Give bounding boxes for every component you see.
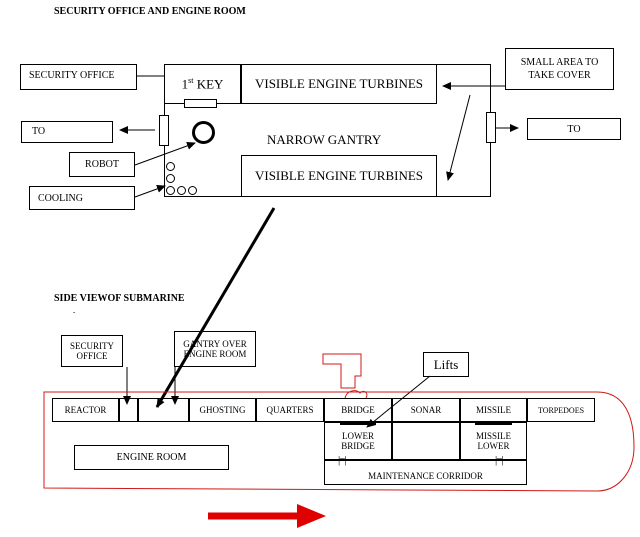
ladder-icon: |=| bbox=[495, 454, 504, 466]
lower-bridge: LOWER BRIDGE bbox=[324, 422, 392, 460]
key-slot bbox=[184, 99, 217, 108]
narrow-gantry-label: NARROW GANTRY bbox=[267, 132, 382, 147]
to-right-callout: TO bbox=[527, 118, 621, 140]
cooling-callout: COOLING bbox=[29, 186, 135, 210]
ladder-icon: |=| bbox=[338, 454, 347, 466]
periscope-icon bbox=[322, 353, 362, 389]
cooling-circle-icon bbox=[166, 186, 175, 195]
side-heading: SIDE VIEWOF SUBMARINE bbox=[54, 293, 185, 304]
left-door bbox=[159, 115, 169, 146]
compartment-torpedoes: TORPEDOES bbox=[527, 398, 595, 422]
compartment-ghosting: GHOSTING bbox=[189, 398, 256, 422]
cooling-circle-icon bbox=[188, 186, 197, 195]
visible-turbines-bottom: VISIBLE ENGINE TURBINES bbox=[241, 155, 437, 197]
side-heading-mark: - bbox=[73, 308, 76, 316]
first-key-room: 1st KEY bbox=[164, 64, 241, 104]
visible-turbines-top: VISIBLE ENGINE TURBINES bbox=[241, 64, 437, 104]
first-key-label: 1st KEY bbox=[181, 75, 224, 92]
compartment-quarters: QUARTERS bbox=[256, 398, 324, 422]
cooling-circle-icon bbox=[177, 186, 186, 195]
small-area-callout: SMALL AREA TO TAKE COVER bbox=[505, 48, 614, 90]
hatch-icon bbox=[344, 390, 368, 399]
maintenance-corridor: MAINTENANCE CORRIDOR bbox=[324, 460, 527, 485]
cover-arrow-bottom bbox=[446, 94, 471, 181]
connector-arrow bbox=[155, 207, 276, 408]
security-office-side-callout: SECURITY OFFICE bbox=[61, 335, 123, 367]
cooling-circle-icon bbox=[166, 162, 175, 171]
cooling-arrow bbox=[134, 184, 166, 198]
security-office-callout: SECURITY OFFICE bbox=[20, 64, 137, 90]
cooling-circle-icon bbox=[166, 174, 175, 183]
gantry-over-callout: GANTRY OVER ENGINE ROOM bbox=[174, 331, 256, 367]
lifts-callout: Lifts bbox=[423, 352, 469, 377]
compartment-missile: MISSILE bbox=[460, 398, 527, 422]
compartment-bridge: BRIDGE bbox=[324, 398, 392, 422]
right-door bbox=[486, 112, 496, 143]
compartment-sonar: SONAR bbox=[392, 398, 460, 422]
lower-middle bbox=[392, 422, 460, 460]
robot-icon bbox=[192, 121, 215, 144]
missile-lower: MISSILE LOWER bbox=[460, 422, 527, 460]
engine-room-side: ENGINE ROOM bbox=[74, 445, 229, 470]
top-heading: SECURITY OFFICE AND ENGINE ROOM bbox=[54, 6, 246, 17]
hull-outline bbox=[43, 391, 635, 492]
compartment-reactor: REACTOR bbox=[52, 398, 119, 422]
to-left-callout: TO bbox=[21, 121, 113, 143]
lifts-pointer bbox=[366, 375, 431, 428]
direction-arrow-icon bbox=[297, 504, 326, 528]
robot-callout: ROBOT bbox=[69, 152, 135, 177]
robot-arrow bbox=[134, 141, 196, 166]
